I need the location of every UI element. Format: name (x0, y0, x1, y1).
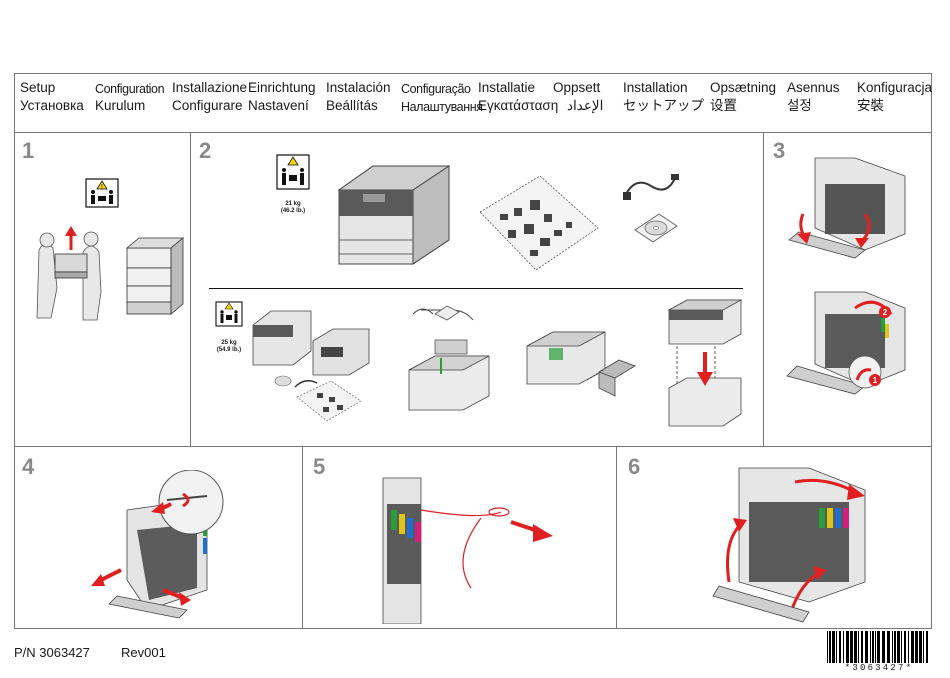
step-number-2: 2 (199, 138, 212, 163)
barcode-bar (919, 631, 922, 663)
title-ro: Configurare (172, 98, 243, 113)
barcode-bar (843, 631, 844, 663)
open-front-door-illustration (785, 154, 913, 260)
title-fr: Configuration (95, 82, 165, 96)
part-number: P/N 3063427 (14, 645, 90, 660)
barcode-bar (875, 631, 876, 663)
weight-kg-lower: 25 kg (221, 340, 237, 346)
close-front-door-illustration (699, 462, 875, 628)
step-number-4: 4 (22, 454, 35, 479)
divider-2-3 (763, 132, 764, 446)
attach-tray-illustration (665, 296, 745, 430)
barcode-bar (858, 631, 859, 663)
revision-number: Rev001 (121, 645, 166, 660)
barcode-bar (877, 631, 880, 663)
weight-lb-upper: (46.2 lb.) (280, 208, 306, 214)
barcode-bar (915, 631, 918, 663)
printer-and-tray-contents-illustration (251, 301, 371, 425)
barcode-bar (911, 631, 914, 663)
divider-1-2 (190, 132, 191, 446)
barcode-text: *3063427* (844, 663, 914, 673)
barcode-bar (865, 631, 868, 663)
title-ru: Установка (20, 98, 84, 113)
barcode-bar (829, 631, 831, 663)
barcode-bar (836, 631, 837, 663)
remove-packing-from-door-illustration: 2 1 (785, 284, 913, 396)
remove-toner-packing-strips-illustration (381, 474, 561, 624)
remove-packing-material-illustration (523, 322, 639, 404)
title-el: Εγκατάσταση (478, 98, 559, 113)
barcode-bar (926, 631, 928, 663)
printer-illustration (333, 160, 455, 270)
title-hu: Beállítás (326, 98, 378, 113)
title-pl: Konfiguracja (857, 80, 933, 95)
weight-label-upper: 21 kg (46.2 lb.) (271, 201, 315, 215)
barcode-bar (839, 631, 841, 663)
barcode-bar (854, 631, 857, 663)
barcode-bar (861, 631, 863, 663)
step2-separator (209, 288, 743, 289)
barcode-graphic (827, 631, 928, 663)
title-uk: Налаштування (401, 100, 483, 114)
weight-warning-icon-lower (215, 301, 243, 327)
barcode-bar (870, 631, 871, 663)
barcode-bar (894, 631, 896, 663)
barcode-bar (897, 631, 900, 663)
weight-label-lower: 25 kg (54.9 lb.) (210, 340, 248, 354)
barcode-bar (908, 631, 909, 663)
power-cord-illustration (621, 170, 681, 204)
software-cd-illustration (633, 210, 679, 246)
setup-sheet: Setup Configuration Installazione Einric… (14, 73, 932, 629)
title-ko: 설정 (787, 98, 812, 113)
callout-1: 1 (873, 376, 878, 385)
step-number-6: 6 (628, 454, 641, 479)
language-header: Setup Configuration Installazione Einric… (15, 74, 933, 133)
title-cs: Nastavení (248, 98, 309, 113)
divider-5-6 (616, 446, 617, 628)
step-number-5: 5 (313, 454, 326, 479)
two-person-lift-icon: ! (85, 178, 119, 208)
title-en: Setup (20, 80, 56, 95)
barcode-bar (904, 631, 906, 663)
title-de: Einrichtung (248, 80, 316, 95)
setup-sheet-illustration (470, 172, 600, 278)
divider-row (15, 446, 931, 447)
svg-text:!: ! (101, 185, 103, 191)
title-ar: الإعداد (567, 98, 604, 113)
title-zh-cn: 设置 (710, 98, 737, 113)
barcode-bar (887, 631, 890, 663)
step-number-1: 1 (22, 138, 35, 163)
barcode-bar (892, 631, 893, 663)
barcode-bar (901, 631, 902, 663)
title-no: Oppsett (553, 80, 601, 95)
barcode-bar (846, 631, 849, 663)
barcode-bar (832, 631, 835, 663)
barcode-bar (827, 631, 828, 663)
barcode-bar (872, 631, 874, 663)
title-es: Instalación (326, 80, 391, 95)
title-tr: Kurulum (95, 98, 146, 113)
barcode-bar (882, 631, 885, 663)
title-it: Installazione (172, 80, 248, 95)
title-fi: Asennus (787, 80, 840, 95)
weight-warning-icon-upper (276, 154, 310, 190)
title-sv: Installation (623, 80, 688, 95)
title-nl: Installatie (478, 80, 536, 95)
step-number-3: 3 (773, 138, 786, 163)
people-lifting-printer-illustration (27, 222, 187, 322)
title-zh-tw: 安裝 (857, 98, 884, 113)
callout-2: 2 (883, 308, 888, 317)
weight-kg-upper: 21 kg (285, 201, 301, 207)
weight-lb-lower: (54.9 lb.) (216, 347, 242, 353)
divider-4-5 (302, 446, 303, 628)
title-ja: セットアップ (623, 98, 704, 113)
unpack-tray-illustration (401, 300, 497, 416)
title-da: Opsætning (710, 80, 777, 95)
remove-fuser-packing-illustration (87, 470, 237, 618)
barcode-bar (850, 631, 853, 663)
barcode-bar (923, 631, 924, 663)
title-pt: Configuração (401, 82, 471, 96)
